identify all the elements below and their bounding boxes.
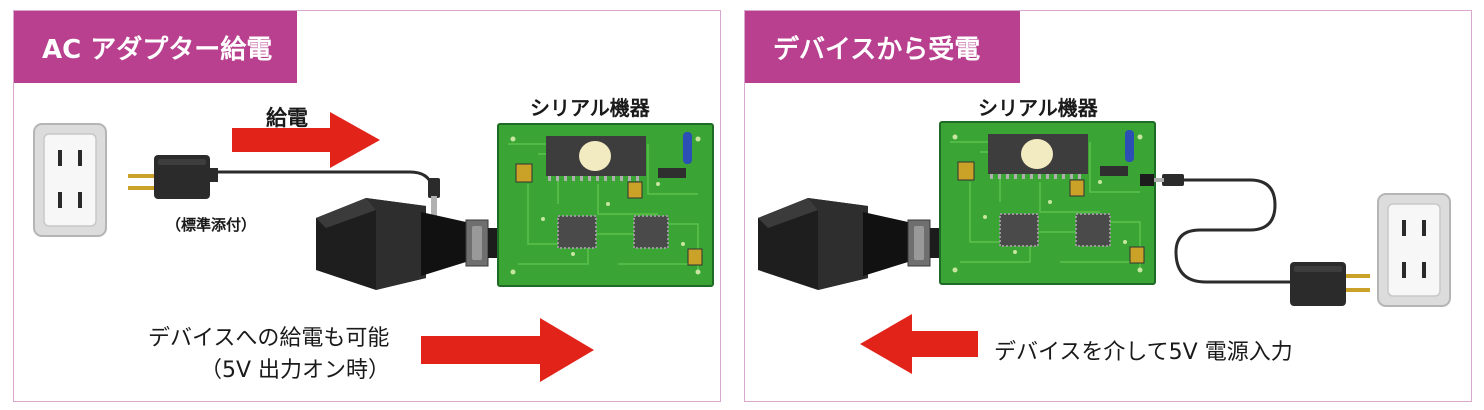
- panel-title: デバイスから受電: [745, 11, 1020, 83]
- circuit-board-icon: [497, 123, 714, 287]
- serial-converter-icon: [315, 197, 511, 291]
- arrow-right-icon: [421, 318, 594, 382]
- ac-adapter-icon: [1290, 262, 1346, 306]
- feed-label: 給電: [266, 106, 308, 130]
- device-label: シリアル機器: [530, 96, 650, 120]
- wall-outlet-icon: [33, 123, 107, 237]
- arrow-left-icon: [860, 314, 978, 374]
- power-input-note: デバイスを介して5V 電源入力: [994, 340, 1293, 365]
- circuit-board-icon: [939, 121, 1156, 285]
- device-label: シリアル機器: [978, 96, 1098, 120]
- adapter-cable: [218, 170, 434, 187]
- panel-title: AC アダプター給電: [14, 11, 297, 83]
- adapter-cable: [1174, 178, 1296, 284]
- arrow-right-icon: [232, 112, 380, 168]
- serial-converter-icon: [757, 197, 953, 291]
- included-label: （標準添付）: [166, 216, 257, 234]
- plug-prongs: [1346, 274, 1370, 292]
- dc-plug: [428, 178, 440, 218]
- note-line-2: （5V 出力オン時）: [200, 358, 391, 383]
- dc-plug: [1140, 174, 1184, 186]
- wall-outlet-icon: [1377, 193, 1451, 307]
- note-line-1: デバイスへの給電も可能: [148, 326, 390, 351]
- ac-adapter-icon: [154, 155, 218, 199]
- plug-prongs: [128, 174, 154, 190]
